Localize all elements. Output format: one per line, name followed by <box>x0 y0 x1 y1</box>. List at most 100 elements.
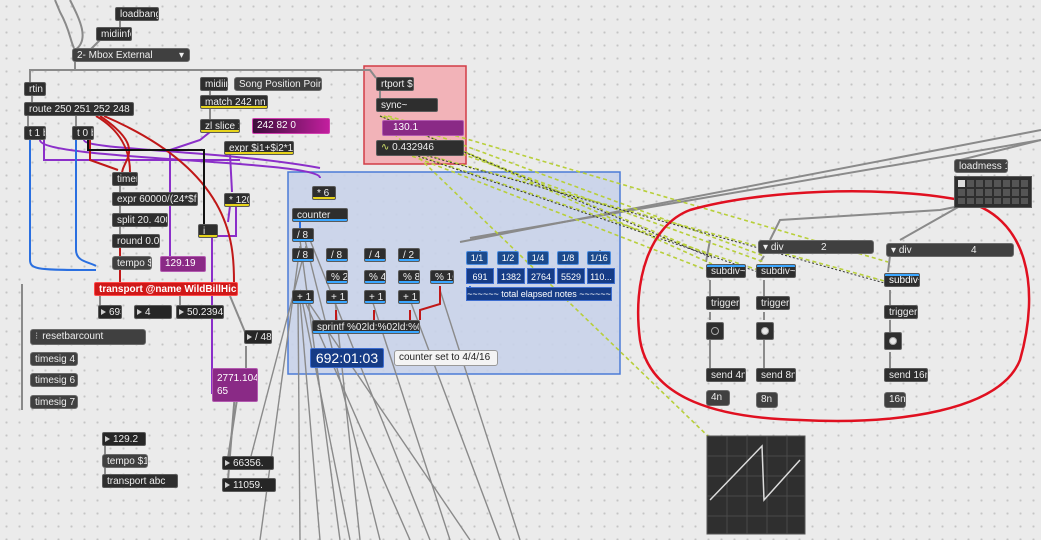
timesig-44-message[interactable]: timesig 4 4 <box>30 352 78 366</box>
loadmess-object[interactable]: loadmess 1 <box>954 159 1008 173</box>
midiin-object[interactable]: midiin <box>200 77 228 91</box>
bang-button-8n[interactable] <box>756 322 774 340</box>
tab-1-4[interactable]: 1/4 <box>527 251 549 265</box>
signal-icon: ∿ <box>381 142 390 153</box>
label-8n[interactable]: 8n <box>756 392 778 408</box>
sync-bpm-display: 130.1 <box>382 120 464 136</box>
tempo-message[interactable]: tempo $1 <box>112 256 152 270</box>
ticks-number-a[interactable]: 66356. <box>222 456 274 470</box>
label-4n[interactable]: 4n <box>706 390 730 406</box>
modulo-16-object[interactable]: % 16 <box>430 270 454 284</box>
divide-8-object[interactable]: / 8 <box>326 248 348 262</box>
tab-1-16[interactable]: 1/16 <box>587 251 611 265</box>
t1b-object[interactable]: t 1 b <box>24 126 46 140</box>
resetbarcount-message[interactable]: ⁝resetbarcount <box>30 329 146 345</box>
expr-bpm-object[interactable]: expr 60000/(24*$f1) <box>112 192 198 206</box>
total-elapsed-label: ~~~~~~ total elapsed notes ~~~~~~ <box>466 287 612 301</box>
modulo-2-object[interactable]: % 2 <box>326 270 348 284</box>
int-object[interactable]: i <box>198 224 218 238</box>
rtport-object[interactable]: rtport $1 <box>376 77 414 91</box>
elapsed-1-2: 1382 <box>497 268 525 284</box>
tempo-number[interactable]: 129.2 <box>102 432 146 446</box>
tab-1-2[interactable]: 1/2 <box>497 251 519 265</box>
divide-480-object[interactable]: / 480 <box>244 330 272 344</box>
ticks-number-b[interactable]: 11059. <box>222 478 276 492</box>
timesig-68-message[interactable]: timesig 6 8 <box>30 373 78 387</box>
song-position-label: Song Position Pointer <box>234 77 322 91</box>
send-8n-object[interactable]: send 8n <box>756 368 796 382</box>
div-b-number[interactable]: 4 <box>971 245 977 256</box>
elapsed-1-1: 691 <box>466 268 494 284</box>
expr-position-object[interactable]: expr $i1+$i2*128 <box>224 141 294 155</box>
counter-plus-object[interactable]: + 1 <box>292 290 314 304</box>
t0b-object[interactable]: t 0 b <box>72 126 94 140</box>
tab-1-1[interactable]: 1/1 <box>466 251 488 265</box>
multiply-6-object[interactable]: * 6 <box>312 186 336 200</box>
rtin-object[interactable]: rtin <box>24 82 46 96</box>
matrix-grid-icon <box>958 180 1028 204</box>
zl-slice-object[interactable]: zl slice 1 <box>200 119 240 133</box>
multiply-120-object[interactable]: * 120 <box>224 193 250 207</box>
transport-abc-object[interactable]: transport abc <box>102 474 178 488</box>
tempo-value-display: 129.19 <box>160 256 206 272</box>
subdiv-object-c[interactable]: subdiv~ <box>884 273 920 287</box>
sync-phase-value: 0.432946 <box>392 142 434 153</box>
counter-sub-object[interactable]: / 8 <box>292 228 314 242</box>
timesig-78-message[interactable]: timesig 7 8 <box>30 395 78 409</box>
elapsed-1-4: 2764 <box>527 268 555 284</box>
subdiv-object-b[interactable]: subdiv~ <box>756 264 796 278</box>
div-menu-a[interactable]: ▾ div 2 <box>758 240 874 254</box>
loadbang-object[interactable]: loadbang <box>115 7 159 21</box>
div-b-arrow-icon: ▾ <box>891 245 899 256</box>
plus-1-b-object[interactable]: + 1 <box>364 290 386 304</box>
sync-phase-display: ∿ 0.432946 <box>376 140 464 156</box>
round-object[interactable]: round 0.01 <box>112 234 160 248</box>
subdiv-object-a[interactable]: subdiv~ <box>706 264 746 278</box>
bang-button-4n[interactable] <box>706 322 724 340</box>
transport-object[interactable]: transport @name WildBillHickock <box>94 282 238 296</box>
tempo-message-2[interactable]: tempo $1 <box>102 454 148 468</box>
div-a-number[interactable]: 2 <box>821 242 827 253</box>
timer-object[interactable]: timer <box>112 172 138 186</box>
trigger-object-b[interactable]: trigger <box>756 296 790 310</box>
trigger-object-a[interactable]: trigger <box>706 296 740 310</box>
modulo-8-object[interactable]: % 8 <box>398 270 420 284</box>
resetbarcount-icon: ⁝ <box>35 331 39 342</box>
split-object[interactable]: split 20. 400. <box>112 213 168 227</box>
counter-object[interactable]: counter <box>292 208 348 222</box>
send-4n-object[interactable]: send 4n <box>706 368 746 382</box>
counter-set-label: counter set to 4/4/16 <box>394 350 498 366</box>
device-menu-label: 2- Mbox External <box>77 50 153 61</box>
div-a-label: div <box>770 242 784 253</box>
scope-display <box>706 435 806 535</box>
div-a-arrow-icon: ▾ <box>763 242 771 253</box>
units-number[interactable]: 50.2394 <box>176 305 224 319</box>
plus-1-a-object[interactable]: + 1 <box>326 290 348 304</box>
trigger-object-c[interactable]: trigger <box>884 305 918 319</box>
tab-1-8[interactable]: 1/8 <box>557 251 579 265</box>
elapsed-1-16: 110... <box>587 268 615 284</box>
bars-number[interactable]: 693 <box>98 305 122 319</box>
midiinfo-object[interactable]: midiinfo <box>96 27 132 41</box>
divide-4-object[interactable]: / 4 <box>364 248 386 262</box>
beats-number[interactable]: 4 <box>134 305 172 319</box>
counter-display: 692:01:03 <box>310 348 384 368</box>
bang-button-16n[interactable] <box>884 332 902 350</box>
ticks-float-display: 2771.1046 65 <box>212 368 258 402</box>
match-object[interactable]: match 242 nn nn <box>200 95 268 109</box>
label-16n[interactable]: 16n <box>884 392 906 408</box>
send-16n-object[interactable]: send 16n <box>884 368 928 382</box>
sprintf-object[interactable]: sprintf %02ld:%02ld:%02ld <box>312 320 420 334</box>
route-object[interactable]: route 250 251 252 248 <box>24 102 134 116</box>
counter-div-object[interactable]: / 8 <box>292 248 314 262</box>
resetbarcount-label: resetbarcount <box>42 331 104 342</box>
step-matrix[interactable] <box>954 176 1032 208</box>
device-menu[interactable]: 2- Mbox External▾ <box>72 48 190 62</box>
song-position-message[interactable]: 242 82 0 <box>252 118 330 134</box>
sync-bpm-value: 130.1 <box>393 122 419 133</box>
plus-1-c-object[interactable]: + 1 <box>398 290 420 304</box>
divide-2-object[interactable]: / 2 <box>398 248 420 262</box>
modulo-4-object[interactable]: % 4 <box>364 270 386 284</box>
sync-object[interactable]: sync~ <box>376 98 438 112</box>
